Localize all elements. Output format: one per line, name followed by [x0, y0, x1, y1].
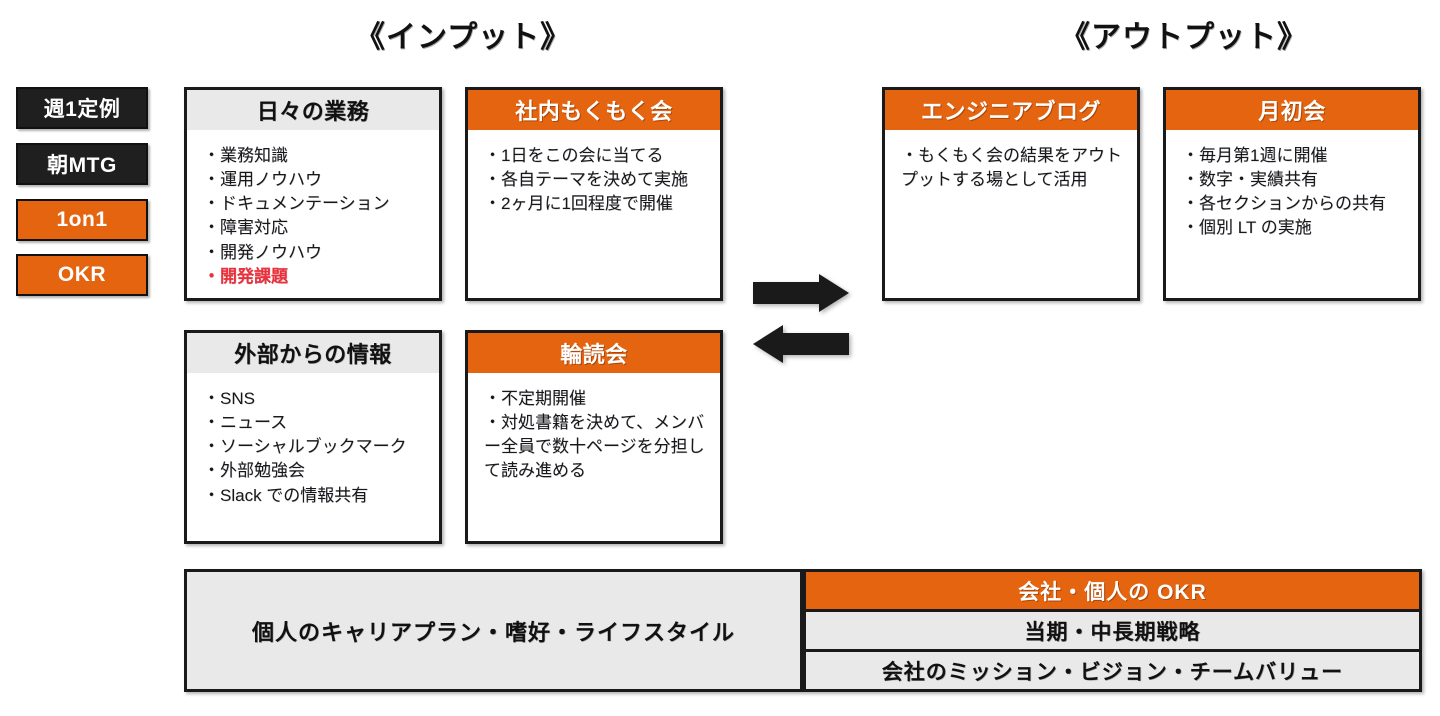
card-internal-mokumoku: 社内もくもく会 ・1日をこの会に当てる ・各自テーマを決めて実施 ・2ヶ月に1回…: [465, 87, 723, 301]
list-item: ・Slack での情報共有: [203, 485, 369, 505]
chip-label: 1on1: [56, 208, 108, 231]
list-item: ・SNS: [203, 389, 255, 408]
list-item: ・業務知識: [203, 146, 288, 165]
card-reading-circle: 輪読会 ・不定期開催 ・対処書籍を決めて、メンバー全員で数十ページを分担して読み…: [465, 330, 723, 544]
card-title: 月初会: [1166, 90, 1418, 130]
foundation-left-cell: 個人のキャリアプラン・嗜好・ライフスタイル: [184, 569, 803, 692]
list-item: ・もくもく会の結果をアウトプットする場として活用: [901, 146, 1122, 190]
foundation-right-column: 会社・個人の OKR 当期・中長期戦略 会社のミッション・ビジョン・チームバリュ…: [803, 569, 1422, 692]
foundation-row-strategy: 当期・中長期戦略: [803, 612, 1422, 652]
foundation-left-label: 個人のキャリアプラン・嗜好・ライフスタイル: [251, 619, 735, 645]
foundation-row-mission: 会社のミッション・ビジョン・チームバリュー: [803, 652, 1422, 692]
chip-morning-mtg: 朝MTG: [16, 143, 148, 185]
card-external-information: 外部からの情報 ・SNS ・ニュース ・ソーシャルブックマーク ・外部勉強会 ・…: [184, 330, 442, 544]
card-title: 外部からの情報: [187, 333, 439, 373]
card-daily-work: 日々の業務 ・業務知識 ・運用ノウハウ ・ドキュメンテーション ・障害対応 ・開…: [184, 87, 442, 301]
list-item: ・1日をこの会に当てる: [484, 146, 664, 165]
card-monthly-meeting: 月初会 ・毎月第1週に開催 ・数字・実績共有 ・各セクションからの共有 ・個別 …: [1163, 87, 1421, 301]
card-title: エンジニアブログ: [885, 90, 1137, 130]
card-engineer-blog: エンジニアブログ ・もくもく会の結果をアウトプットする場として活用: [882, 87, 1140, 301]
list-item: ・運用ノウハウ: [203, 170, 322, 190]
list-item: ・ドキュメンテーション: [203, 194, 390, 214]
chip-weekly-meeting: 週1定例: [16, 87, 148, 129]
section-title-input: 《インプット》: [355, 21, 572, 54]
chip-label: 朝MTG: [47, 154, 117, 177]
list-item-highlighted: ・開発課題: [203, 266, 288, 286]
chip-label: 週1定例: [43, 98, 121, 121]
chip-1on1: 1on1: [16, 199, 148, 241]
foundation-table: 個人のキャリアプラン・嗜好・ライフスタイル 会社・個人の OKR 当期・中長期戦…: [184, 569, 1422, 692]
chip-okr: OKR: [16, 254, 148, 296]
list-item: ・対処書籍を決めて、メンバー全員で数十ページを分担して読み進める: [484, 413, 705, 481]
list-item: ・開発ノウハウ: [203, 242, 322, 262]
list-item: ・数字・実績共有: [1182, 170, 1318, 190]
arrow-left-icon: [753, 325, 849, 368]
list-item: ・外部勉強会: [203, 461, 305, 481]
list-item: ・個別 LT の実施: [1182, 218, 1312, 238]
card-body: ・不定期開催 ・対処書籍を決めて、メンバー全員で数十ページを分担して読み進める: [468, 373, 720, 494]
list-item: ・不定期開催: [484, 389, 586, 408]
card-body: ・SNS ・ニュース ・ソーシャルブックマーク ・外部勉強会 ・Slack での…: [187, 373, 439, 518]
list-item: ・各セクションからの共有: [1182, 194, 1386, 214]
list-item: ・毎月第1週に開催: [1182, 146, 1328, 165]
card-title: 日々の業務: [187, 90, 439, 130]
card-body: ・1日をこの会に当てる ・各自テーマを決めて実施 ・2ヶ月に1回程度で開催: [468, 130, 720, 226]
section-title-output: 《アウトプット》: [1060, 21, 1308, 54]
list-item: ・ニュース: [203, 413, 288, 433]
chip-label: OKR: [57, 263, 107, 286]
card-body: ・業務知識 ・運用ノウハウ ・ドキュメンテーション ・障害対応 ・開発ノウハウ …: [187, 130, 439, 299]
foundation-row-label: 当期・中長期戦略: [1024, 620, 1201, 644]
foundation-row-label: 会社・個人の OKR: [1018, 580, 1207, 604]
list-item: ・各自テーマを決めて実施: [484, 170, 688, 190]
list-item: ・障害対応: [203, 218, 288, 238]
card-body: ・もくもく会の結果をアウトプットする場として活用: [885, 130, 1137, 202]
card-title: 社内もくもく会: [468, 90, 720, 130]
arrow-right-icon: [753, 274, 849, 317]
foundation-row-label: 会社のミッション・ビジョン・チームバリュー: [881, 660, 1344, 684]
foundation-row-okr: 会社・個人の OKR: [803, 569, 1422, 612]
list-item: ・2ヶ月に1回程度で開催: [484, 194, 673, 214]
card-body: ・毎月第1週に開催 ・数字・実績共有 ・各セクションからの共有 ・個別 LT の…: [1166, 130, 1418, 251]
list-item: ・ソーシャルブックマーク: [203, 437, 407, 457]
card-title: 輪読会: [468, 333, 720, 373]
